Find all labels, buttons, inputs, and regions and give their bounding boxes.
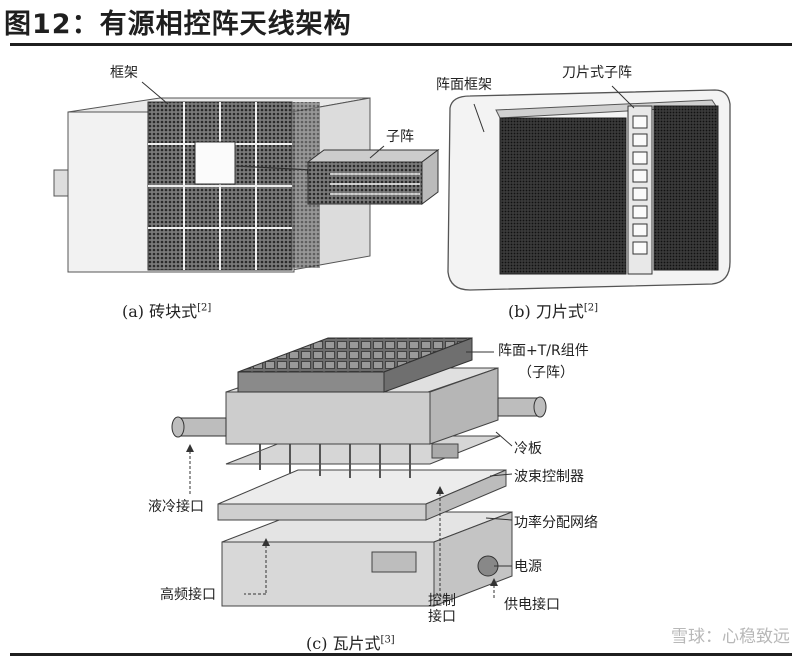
tile-power-divider-label: 功率分配网络 [514,515,598,531]
brick-caption: (a) 砖块式[2] [122,298,211,322]
blade-frame-label: 阵面框架 [436,77,492,93]
brick-subarray-label: 子阵 [386,129,414,145]
tile-caption: (c) 瓦片式[3] [306,630,395,654]
blade-subarray-label: 刀片式子阵 [562,65,632,81]
brick-architecture [53,81,440,273]
watermark: 雪球：心稳致远 [671,627,790,647]
brick-caption-text: (a) 砖块式 [122,302,198,321]
tile-array-label: 阵面+T/R组件 [498,343,589,359]
tile-control-port-label-2: 接口 [428,609,456,625]
bottom-rule [10,653,792,656]
tile-rf-port-label: 高频接口 [160,587,216,603]
tile-power-supply-label: 电源 [514,559,542,575]
figure-title: 图12：有源相控阵天线架构 [4,9,352,40]
brick-caption-ref: [2] [197,302,212,314]
tile-caption-text: (c) 瓦片式 [306,634,381,653]
blade-caption: (b) 刀片式[2] [508,298,598,322]
tile-caption-ref: [3] [380,634,395,646]
tile-cold-plate-label: 冷板 [514,441,542,457]
tile-control-port-label-1: 控制 [428,593,456,609]
tile-architecture [171,337,547,607]
tile-liquid-port-label: 液冷接口 [148,499,204,515]
blade-caption-ref: [2] [583,302,598,314]
tile-supply-port-label: 供电接口 [504,597,560,613]
blade-caption-text: (b) 刀片式 [508,302,584,321]
top-rule [10,43,792,46]
blade-architecture [447,85,731,291]
tile-array-sublabel: （子阵） [518,365,574,381]
tile-beam-controller-label: 波束控制器 [514,469,584,485]
brick-frame-label: 框架 [110,65,138,81]
